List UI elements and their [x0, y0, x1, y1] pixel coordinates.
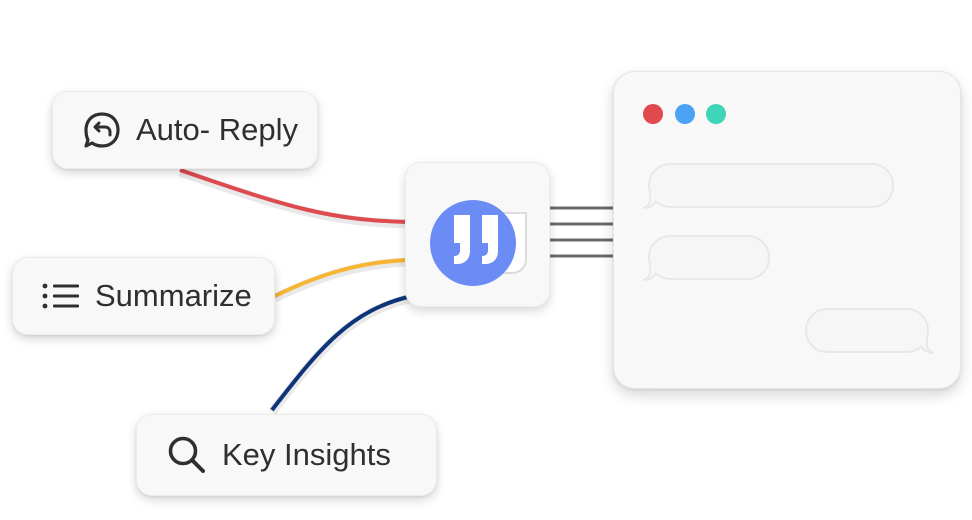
hub-logo-tile	[405, 162, 550, 307]
hub-to-window-bus	[548, 206, 615, 258]
chat-bubble-incoming	[648, 163, 894, 208]
key-insights-wire	[270, 294, 413, 412]
auto-reply-button[interactable]: Auto- Reply	[52, 91, 318, 169]
chat-bubble-tail	[920, 335, 935, 354]
key-insights-wire-shadow	[268, 293, 413, 415]
chat-window	[613, 71, 961, 389]
quote-logo-icon	[430, 200, 527, 286]
key-insights-button[interactable]: Key Insights	[136, 414, 437, 496]
summarize-wire	[274, 258, 409, 298]
auto-reply-wire	[179, 168, 409, 224]
key-insights-label: Key Insights	[222, 437, 391, 472]
summarize-wire-shadow	[273, 257, 409, 303]
window-maximize-dot[interactable]	[706, 104, 726, 124]
summarize-button[interactable]: Summarize	[12, 257, 275, 335]
auto-reply-label: Auto- Reply	[136, 112, 298, 147]
window-minimize-dot[interactable]	[675, 104, 695, 124]
chat-bubble-outgoing	[805, 308, 929, 353]
chat-bubble-tail	[642, 262, 657, 281]
search-icon	[166, 434, 208, 476]
list-icon	[41, 281, 81, 311]
chat-bubble-incoming	[648, 235, 770, 280]
chat-bubble-tail	[642, 190, 657, 209]
reply-chat-icon	[82, 110, 122, 150]
window-close-dot[interactable]	[643, 104, 663, 124]
summarize-label: Summarize	[95, 278, 252, 313]
